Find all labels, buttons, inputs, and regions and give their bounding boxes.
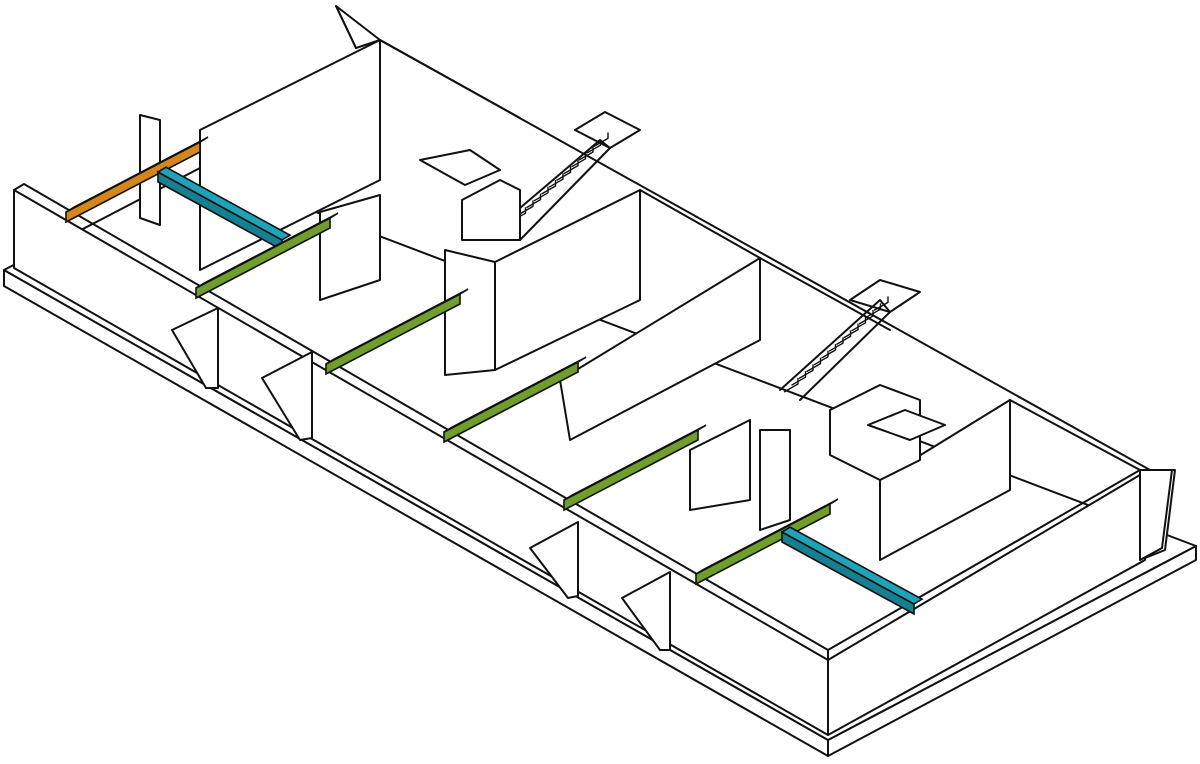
stair-step	[836, 330, 852, 346]
beam-green-4	[563, 424, 707, 512]
stair-step	[578, 146, 594, 161]
stair-step	[821, 344, 837, 359]
stair-step	[858, 310, 874, 325]
stair-step	[828, 337, 844, 352]
front-buttresses	[171, 307, 1173, 651]
buttress-4	[621, 571, 671, 651]
beam-orange	[65, 136, 209, 224]
stair-step	[791, 371, 807, 386]
stair-step	[586, 139, 602, 154]
front-staircase	[779, 279, 946, 481]
beam-top	[695, 498, 839, 575]
stair-step	[593, 132, 609, 148]
stair-step	[806, 357, 822, 373]
stair-step	[843, 323, 859, 339]
stair-step	[866, 303, 882, 318]
stair-step	[548, 173, 564, 188]
stair-step	[798, 364, 814, 380]
beam-top	[156, 166, 292, 241]
buttress-2	[261, 351, 313, 441]
beam-green-2	[325, 288, 469, 376]
stair-step	[518, 200, 534, 216]
stair-step	[556, 166, 572, 182]
beam-top	[195, 212, 339, 289]
stair-step	[533, 186, 549, 202]
stair-step	[571, 152, 587, 168]
beam-top	[65, 136, 209, 213]
stair-step	[783, 378, 799, 393]
stair-step	[851, 316, 867, 332]
beam-top	[325, 288, 469, 365]
buttress-3	[529, 521, 579, 599]
beams-layer	[65, 136, 924, 616]
stair-step	[813, 350, 829, 366]
stair-step	[526, 193, 542, 209]
stair-step	[541, 180, 557, 195]
stair-step	[563, 159, 579, 175]
stair-step	[873, 296, 889, 312]
beam-green-5	[695, 498, 839, 586]
back-staircase	[419, 111, 641, 241]
buttress-end	[1139, 469, 1173, 561]
beam-top	[563, 424, 707, 501]
beam-green-1	[195, 212, 339, 300]
beam-top	[443, 356, 587, 433]
beam-teal-right	[780, 526, 924, 616]
beam-green-3	[443, 356, 587, 444]
beam-top	[780, 526, 924, 605]
buttress-1	[171, 307, 219, 389]
interior-walls	[139, 39, 1141, 561]
